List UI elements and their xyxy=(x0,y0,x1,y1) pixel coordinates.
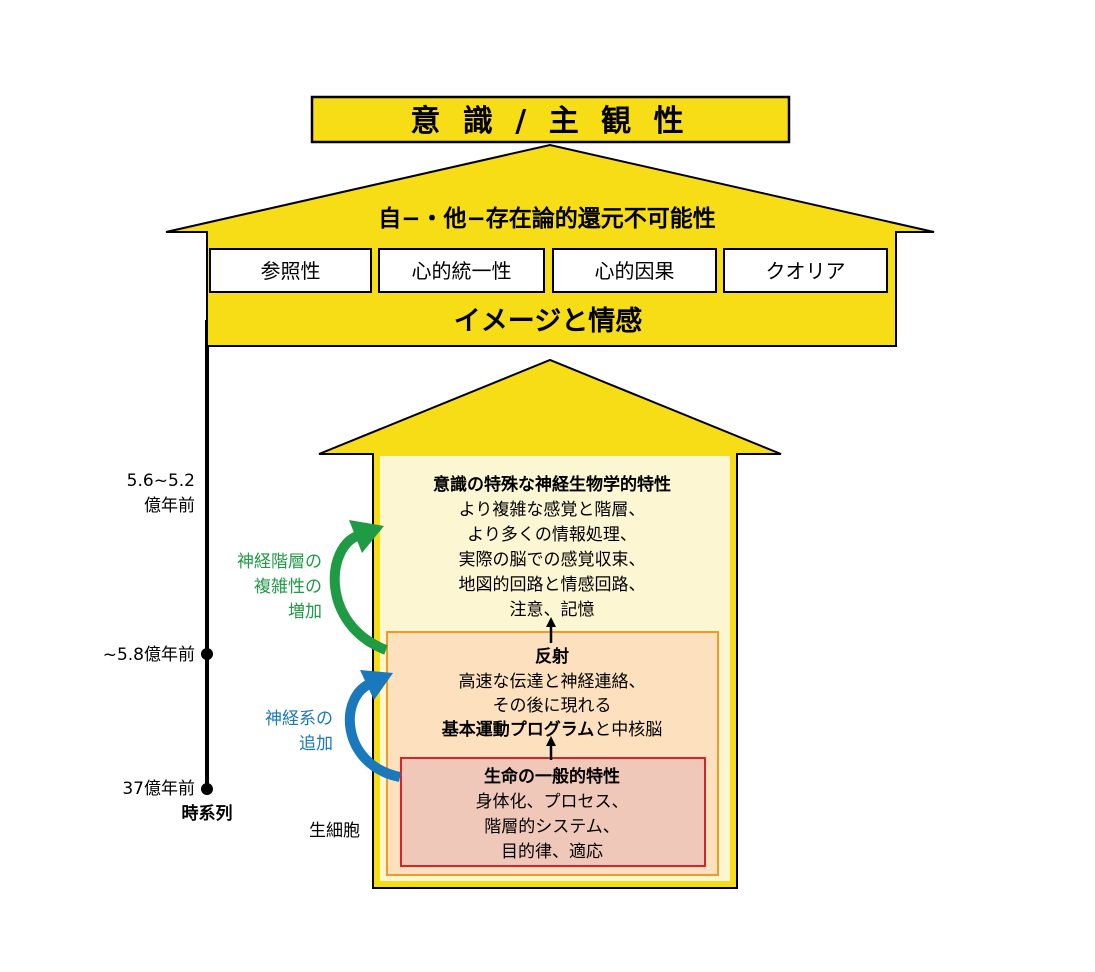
timeline-label-37: 37億年前 xyxy=(122,779,195,799)
life-title: 生命の一般的特性 xyxy=(484,766,620,787)
blue-arrow-shaft xyxy=(344,678,402,782)
timeline: 5.6~5.2 億年前 ~5.8億年前 37億年前 時系列 xyxy=(103,320,233,824)
neuro-line-1: より複雑な感覚と階層、 xyxy=(459,500,646,520)
timeline-marker-bottom xyxy=(201,783,213,795)
green-label-1: 神経階層の xyxy=(237,552,322,572)
living-cell-label: 生細胞 xyxy=(309,821,360,841)
box-mental-causation xyxy=(552,248,717,293)
life-level-panel xyxy=(400,757,706,867)
box-referentiality xyxy=(209,248,372,293)
reflex-motor-program: 基本運動プログラム xyxy=(441,719,595,740)
image-affect-label: イメージと情感 xyxy=(454,305,642,337)
green-curved-arrow xyxy=(329,520,388,655)
neuro-line-4: 地図的回路と情感回路、 xyxy=(459,575,646,595)
title-box xyxy=(310,95,791,144)
neuro-line-3: 実際の脳での感覚収束、 xyxy=(459,550,646,570)
title-text: 意 識 / 主 観 性 xyxy=(410,104,689,139)
neuro-line-2: より多くの情報処理、 xyxy=(467,525,637,545)
upper-arrow xyxy=(165,143,935,347)
reflex-title: 反射 xyxy=(535,646,569,667)
blue-curved-arrow xyxy=(344,670,402,782)
reflex-line-2: その後に現れる xyxy=(493,696,612,716)
neuro-line-5: 注意、記憶 xyxy=(510,600,595,620)
box-mental-unity xyxy=(378,248,545,293)
life-line-1: 身体化、プロセス、 xyxy=(476,792,629,812)
timeline-label-oku: 億年前 xyxy=(144,496,195,516)
timeline-label-5.6: 5.6~5.2 xyxy=(127,471,195,491)
box-qualia xyxy=(723,248,888,293)
life-line-3: 目的律、適応 xyxy=(501,842,603,862)
timeline-title: 時系列 xyxy=(182,803,233,824)
green-label-3: 増加 xyxy=(288,602,322,622)
box-mental-unity-label: 心的統一性 xyxy=(412,259,512,283)
neuro-title: 意識の特殊な神経生物学的特性 xyxy=(433,474,671,495)
blue-arrow-head xyxy=(360,670,393,700)
reflex-core-brain: と中核脳 xyxy=(594,720,662,740)
reflex-line-3: 基本運動プログラムと中核脳 xyxy=(441,719,663,740)
life-line-2: 階層的システム、 xyxy=(484,817,620,837)
timeline-label-5.8: ~5.8億年前 xyxy=(103,645,195,665)
blue-label-2: 追加 xyxy=(299,734,333,754)
green-arrow-shaft xyxy=(329,530,388,655)
ontological-heading: 自−・他−存在論的還元不可能性 xyxy=(378,205,716,232)
blue-label-1: 神経系の xyxy=(265,709,333,729)
box-qualia-label: クオリア xyxy=(766,259,846,283)
property-boxes: 参照性 心的統一性 心的因果 クオリア xyxy=(209,248,888,293)
timeline-marker-middle xyxy=(201,648,213,660)
green-arrow-head xyxy=(349,520,384,553)
box-mental-causation-label: 心的因果 xyxy=(595,259,675,283)
box-referentiality-label: 参照性 xyxy=(261,259,321,283)
reflex-line-1: 高速な伝達と神経連絡、 xyxy=(459,672,646,692)
green-label-2: 複雑性の xyxy=(254,577,322,597)
